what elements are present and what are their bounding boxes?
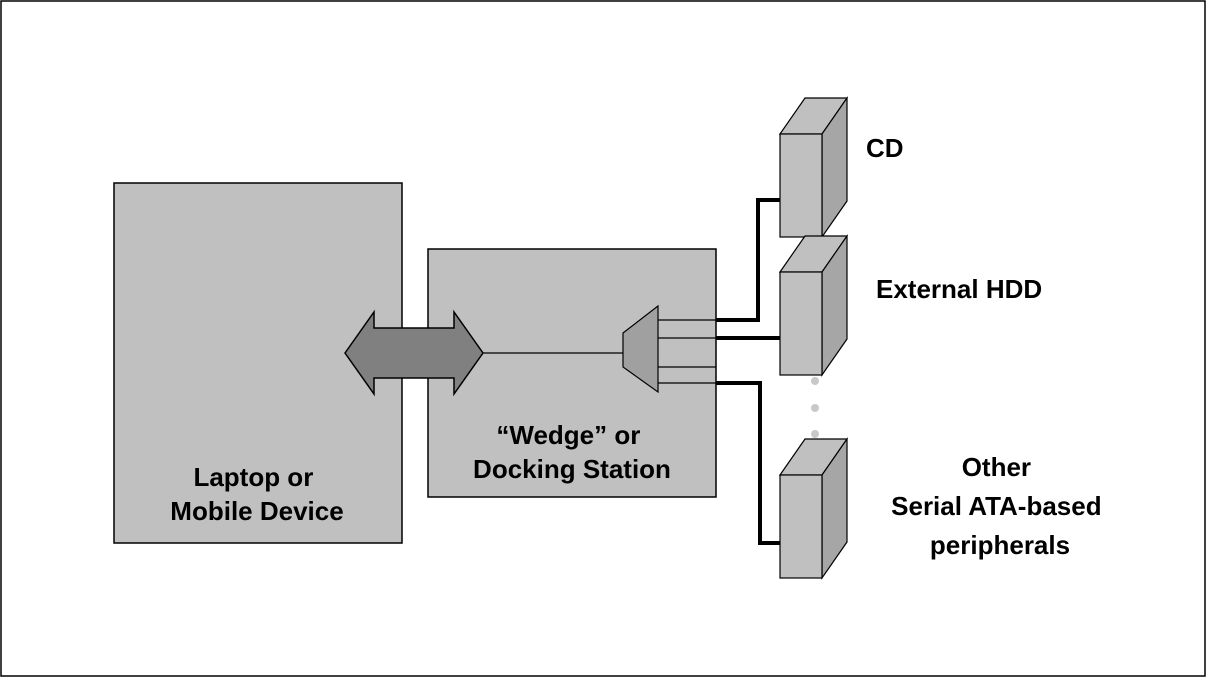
continuation-dots	[811, 377, 819, 438]
cd-device-icon	[778, 96, 849, 239]
hdd-device-icon	[778, 234, 849, 377]
mux-port-lines	[658, 319, 716, 384]
cable-cd	[716, 198, 780, 322]
device-cables	[716, 198, 780, 545]
wedge-box	[427, 248, 717, 498]
other-device-icon	[778, 437, 849, 580]
laptop-label: Laptop or Mobile Device	[170, 462, 343, 526]
cable-other	[716, 381, 780, 545]
multiplexer-shape	[622, 304, 659, 394]
cd-label: CD	[866, 133, 904, 163]
other-label: Other Serial ATA-based peripherals	[891, 452, 1109, 560]
hdd-label: External HDD	[876, 274, 1042, 304]
wedge-label: “Wedge” or Docking Station	[473, 420, 671, 484]
